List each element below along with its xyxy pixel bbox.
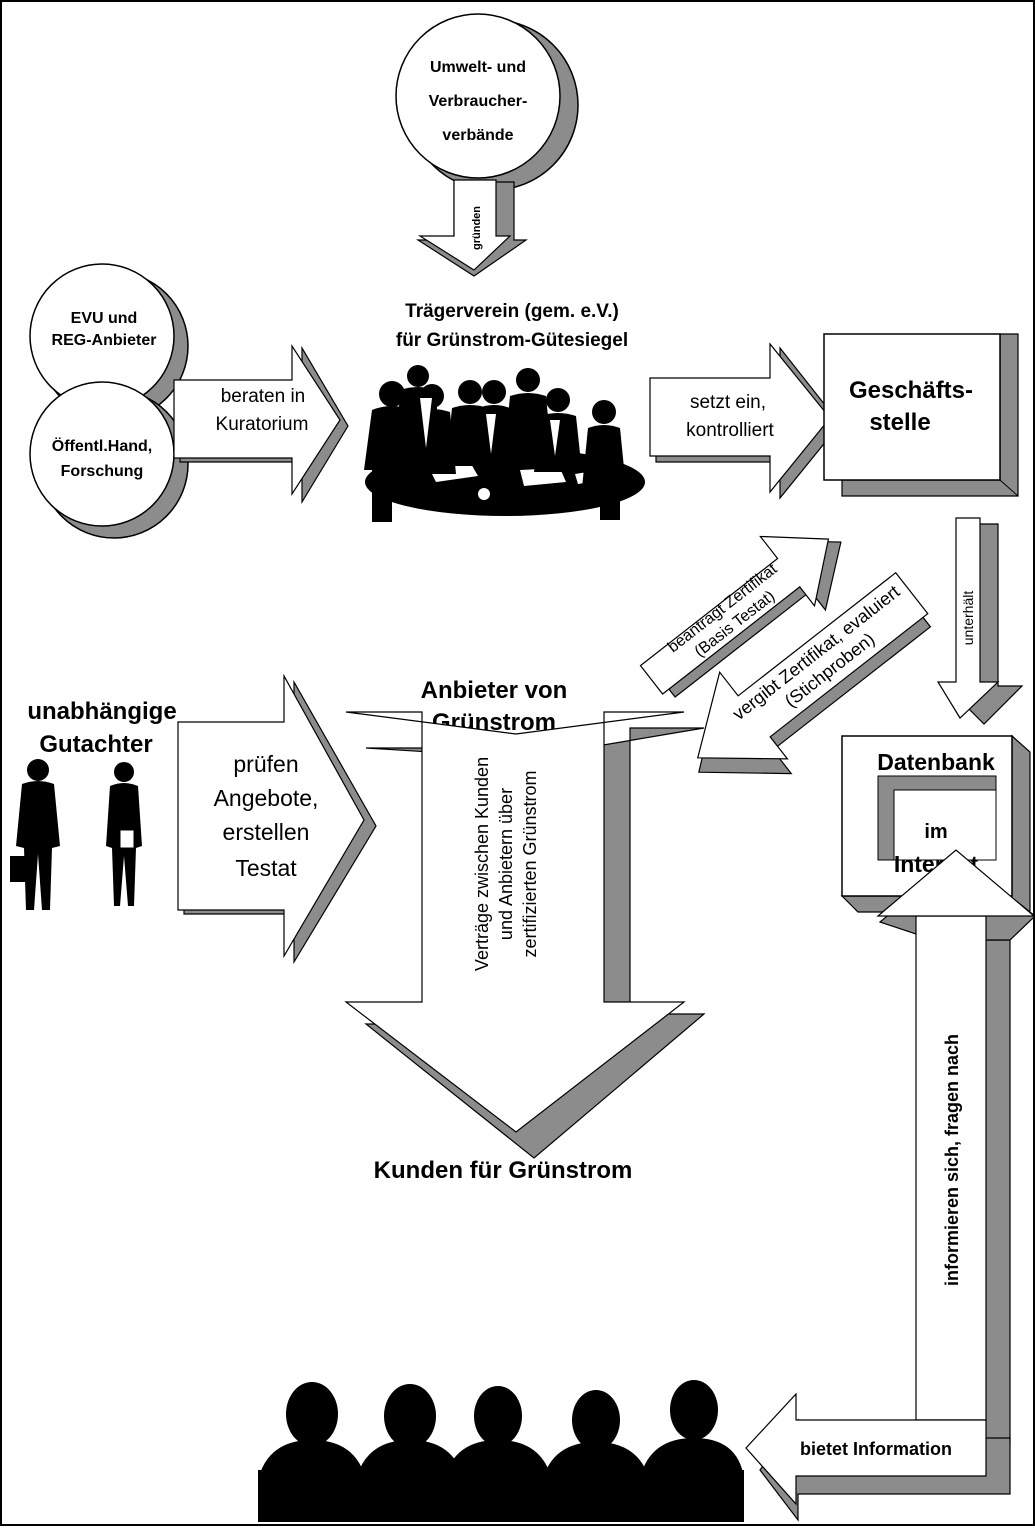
setzt-line-1: setzt ein, (690, 392, 766, 413)
pruefen-line-4: Testat (235, 855, 297, 881)
datenbank-line-2: im (924, 821, 947, 843)
verbaende-line-3: verbände (442, 127, 513, 144)
gutachter-line-1: unabhängige (27, 698, 176, 725)
pruefen-line-1: prüfen (233, 751, 298, 777)
setzt-line-2: kontrolliert (686, 420, 774, 441)
traegerverein-line-1: Trägerverein (gem. e.V.) (405, 301, 619, 322)
evu-line-1: EVU und (71, 310, 138, 327)
arrow-vertraege: Verträge zwischen Kunden und Anbietern ü… (344, 711, 706, 1159)
node-verbaende: Umwelt- und Verbraucher- verbände (395, 13, 579, 191)
gutachter-line-2: Gutachter (39, 731, 152, 758)
oeffentlich-line-1: Öffentl.Hand, (52, 436, 152, 455)
arrow-pruefen: prüfen Angebote, erstellen Testat (177, 673, 377, 965)
kunden-title: Kunden für Grünstrom (374, 1157, 633, 1184)
beraten-line-2: Kuratorium (216, 414, 309, 435)
pruefen-line-3: erstellen (223, 819, 310, 845)
traegerverein-line-2: für Grünstrom-Gütesiegel (396, 330, 628, 351)
oeffentlich-line-2: Forschung (61, 463, 144, 480)
pruefen-line-2: Angebote, (214, 785, 319, 811)
arrow-unterhaelt: unterhält (936, 517, 1024, 725)
node-geschaeftsstelle: Geschäfts- stelle (823, 333, 1019, 497)
bietet-label: bietet Information (800, 1439, 952, 1459)
arrow-informieren: informieren sich, fragen nach (876, 849, 1035, 1445)
evu-line-2: REG-Anbieter (52, 332, 157, 349)
datenbank-line-1: Datenbank (877, 749, 995, 775)
arrow-setzt: setzt ein, kontrolliert (649, 342, 841, 500)
anbieter-line-1: Anbieter von (421, 677, 568, 704)
gutachter-illustration (10, 759, 142, 910)
informieren-label: informieren sich, fragen nach (942, 1034, 962, 1286)
verbaende-line-1: Umwelt- und (430, 59, 526, 76)
arrow-gruenden: gründen (415, 179, 528, 277)
vertraege-line-1: Verträge zwischen Kunden (472, 757, 492, 971)
gruenden-label: gründen (471, 206, 483, 250)
unterhaelt-label: unterhält (960, 591, 976, 646)
geschaeftsstelle-line-1: Geschäfts- (849, 377, 973, 404)
arrow-bietet: bietet Information (745, 1392, 1011, 1522)
verbaende-line-2: Verbraucher- (429, 93, 528, 110)
vertraege-line-2: und Anbietern über (496, 788, 516, 940)
beraten-line-1: beraten in (221, 386, 306, 407)
arrow-beraten: beraten in Kuratorium (173, 343, 349, 505)
meeting-illustration (364, 365, 645, 522)
node-evu: EVU und REG-Anbieter (29, 263, 189, 421)
vertraege-line-3: zertifizierten Grünstrom (520, 770, 540, 957)
kunden-illustration (258, 1380, 744, 1522)
node-oeffentlich: Öffentl.Hand, Forschung (29, 381, 189, 539)
geschaeftsstelle-line-2: stelle (869, 409, 930, 436)
